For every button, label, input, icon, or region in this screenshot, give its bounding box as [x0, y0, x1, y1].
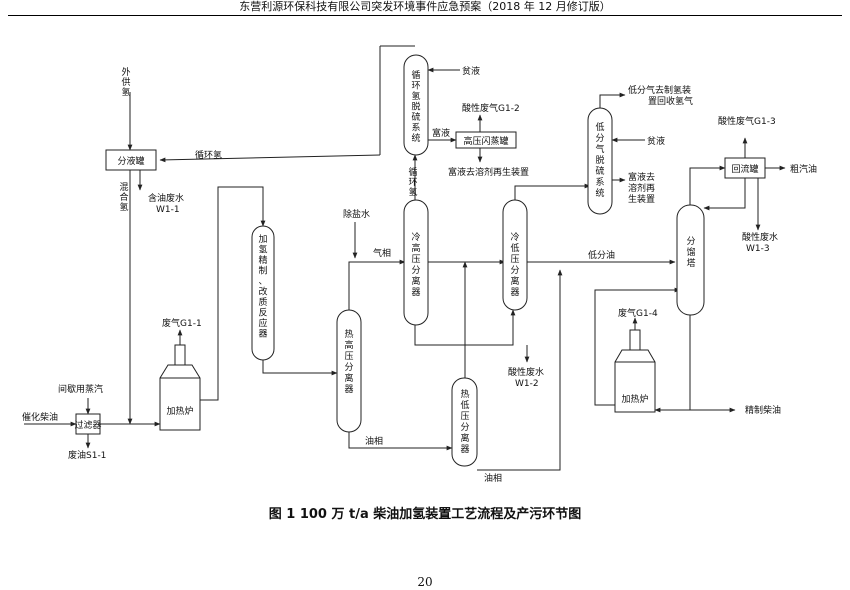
lowgas-desulfurization [587, 107, 613, 215]
header-rule [8, 15, 842, 16]
filter-label: 过滤器 [74, 419, 101, 431]
refined-diesel-label: 精制柴油 [745, 404, 781, 416]
oil-phase-2-label: 油相 [484, 472, 502, 484]
hot-lp-separator [451, 377, 478, 467]
reactor-label: 加氢精制、改质反应器 [258, 234, 267, 340]
process-flow-diagram: 分液罐 过滤器 加热炉 加热炉 高压闪蒸罐 回流罐 加氢精制、改质反应器热高压分… [22, 45, 817, 484]
acid-gas-g13-label: 酸性废气G1-3 [718, 115, 776, 127]
cold-hp-separator [403, 199, 429, 326]
rich-regen2-2: 溶剂再 [628, 182, 655, 194]
w1-3-label: W1-3 [746, 244, 770, 254]
lowgas-desulf-label: 低分气脱硫系统 [595, 121, 604, 199]
recycle-h2-label: 循环氢 [195, 149, 222, 161]
rich-regen2-3: 生装置 [628, 193, 655, 205]
rich-regen2-1: 富液去 [628, 171, 655, 183]
waste-oil-label: 废油S1-1 [68, 449, 106, 461]
lean-liquid-2-label: 贫液 [647, 135, 665, 147]
oil-phase-1-label: 油相 [365, 435, 383, 447]
lowgas-recovery-2: 置回收氢气 [648, 95, 693, 107]
acid-water-w12-label: 酸性废水 [508, 366, 544, 378]
intermittent-steam-label: 间歇用蒸汽 [58, 383, 103, 395]
exhaust-g11-label: 废气G1-1 [162, 317, 202, 329]
mixed-h2-label: 混合氢 [119, 182, 128, 213]
crude-gasoline-label: 粗汽油 [790, 163, 817, 175]
lean-liquid-1-label: 贫液 [462, 65, 480, 77]
rich-liquid-label: 富液 [432, 127, 450, 139]
furnace-1 [159, 344, 201, 431]
gas-phase-label: 气相 [373, 247, 391, 259]
reactor-vessel [251, 225, 275, 361]
low-oil-label: 低分油 [588, 249, 615, 261]
w1-2-label: W1-2 [515, 379, 539, 389]
separator-tank-label: 分液罐 [117, 155, 144, 167]
recycle-h2-desulfurization [403, 54, 429, 156]
recycle-h2-vertical-label: 循环氢 [408, 166, 417, 198]
separator-tank [105, 149, 157, 171]
hp-flash-tank [455, 131, 517, 149]
desalted-water-label: 除盐水 [343, 208, 370, 220]
hot-hp-label: 热高压分离器 [344, 328, 353, 395]
furnace-2 [614, 329, 656, 413]
fractionator-label: 分馏塔 [686, 236, 695, 269]
exhaust-g14-label: 废气G1-4 [618, 307, 658, 319]
lowgas-recovery-1: 低分气去制氢装 [628, 84, 691, 96]
cold-lp-separator [502, 199, 528, 311]
w1-1-label: W1-1 [156, 205, 180, 215]
external-h2-label: 外供氢 [121, 66, 130, 98]
oily-water-label: 含油废水 [148, 192, 184, 204]
reflux-tank [724, 157, 766, 179]
figure-caption: 图 1 100 万 t/a 柴油加氢装置工艺流程及产污环节图 [268, 507, 582, 522]
furnace-1-label: 加热炉 [166, 405, 193, 417]
reflux-tank-label: 回流罐 [731, 163, 758, 175]
flow-lines [24, 45, 786, 471]
filter [75, 413, 101, 435]
cold-lp-label: 冷低压分离器 [510, 231, 519, 298]
cold-hp-label: 冷高压分离器 [411, 231, 420, 298]
acid-gas-g12-label: 酸性废气G1-2 [462, 102, 520, 114]
fractionator [676, 204, 705, 316]
hp-flash-label: 高压闪蒸罐 [463, 135, 508, 147]
hot-lp-label: 热低压分离器 [460, 388, 469, 455]
rich-to-regen-label: 富液去溶剂再生装置 [448, 166, 529, 178]
page-header: 东营利源环保科技有限公司突发环境事件应急预案（2018 年 12 月修订版） [239, 0, 611, 13]
catalytic-diesel-label: 催化柴油 [22, 411, 58, 423]
furnace-2-label: 加热炉 [621, 393, 648, 405]
recycle-desulf-label: 循环氢脱硫系统 [411, 69, 420, 144]
hot-hp-separator [336, 309, 362, 433]
acid-water-w13-label: 酸性废水 [742, 231, 778, 243]
page-number: 20 [417, 575, 433, 589]
